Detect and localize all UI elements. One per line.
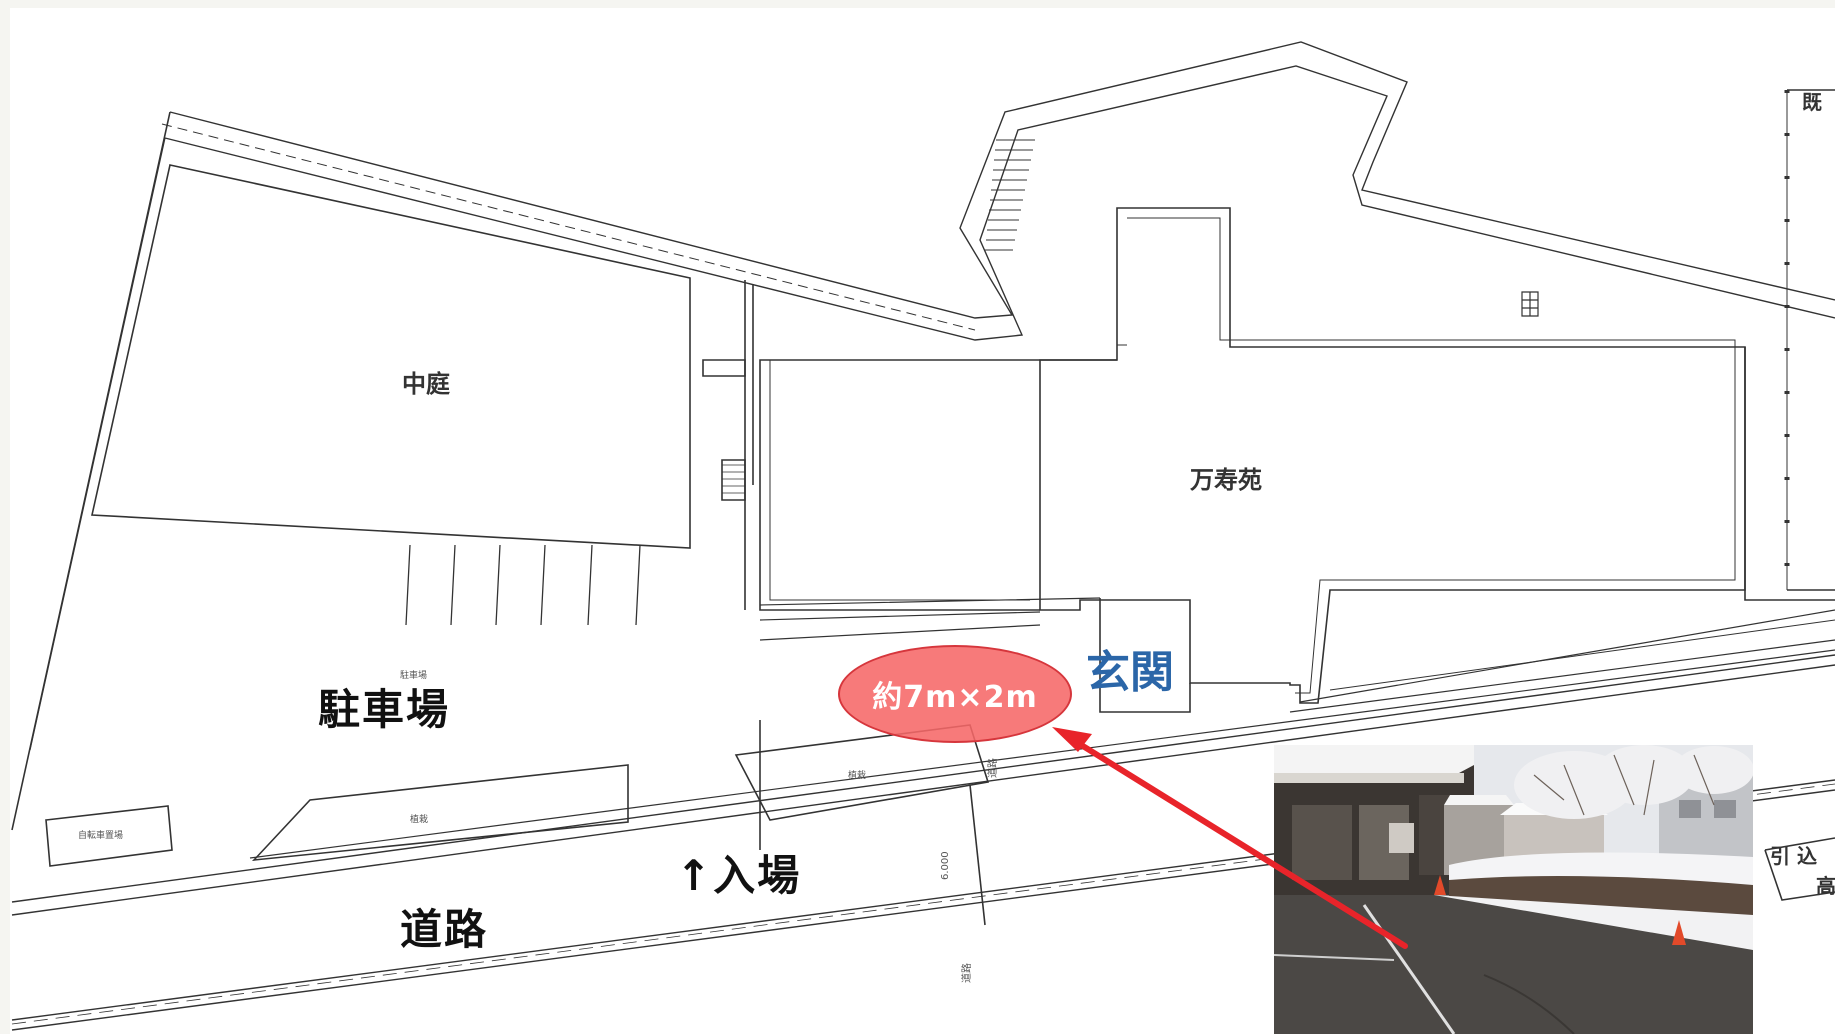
dimension-label-2: 道路 (988, 758, 999, 778)
dimension-label-3: 道路 (962, 963, 973, 983)
road-label: 道路 (400, 905, 489, 954)
bike-shelter-label: 自転車置場 (78, 831, 124, 841)
building-label: 万寿苑 (1190, 466, 1262, 494)
parking-label: 駐車場 (318, 685, 451, 734)
edge-label-bottom-2: 高 (1816, 874, 1835, 898)
edge-label-top: 既 (1802, 90, 1822, 114)
entrance-photo (1274, 745, 1753, 1034)
planter-label-left: 植栽 (410, 815, 429, 825)
snow-scene-image (1274, 745, 1753, 1034)
edge-label-bottom-1: 引 込 (1770, 844, 1817, 868)
dimension-label: 6.000 (940, 851, 951, 880)
planter-label-right: 植栽 (848, 771, 867, 781)
entrance-label: 玄関 (1086, 647, 1174, 698)
parking-small-label: 駐車場 (400, 671, 428, 681)
courtyard-label: 中庭 (402, 370, 450, 398)
measurement-callout: 約7m×2m (838, 645, 1072, 743)
measurement-text: 約7m×2m (872, 680, 1038, 715)
entry-label: ↑入場 (676, 851, 802, 900)
